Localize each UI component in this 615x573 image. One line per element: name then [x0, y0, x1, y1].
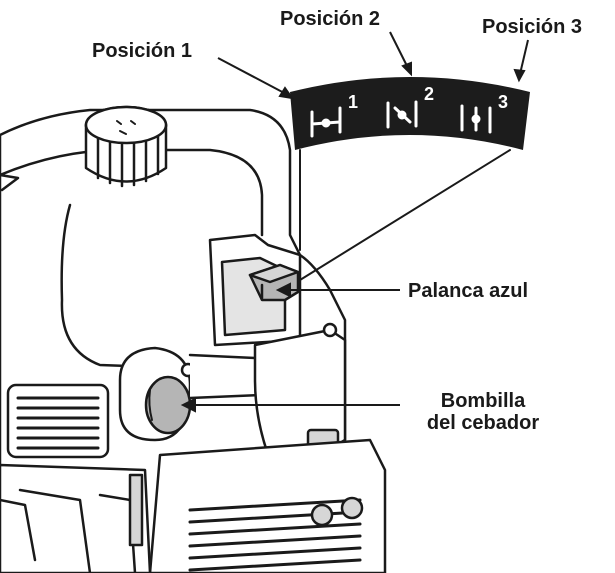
vent-slots-left — [6, 383, 110, 459]
position-1-number: 1 — [348, 92, 358, 112]
primer-bulb-assembly — [118, 346, 196, 442]
lower-housing-right — [253, 328, 347, 462]
position-3-label: Posición 3 — [482, 16, 583, 38]
housing-front-contour — [60, 203, 242, 372]
cylinder-fins — [148, 438, 387, 573]
primer-bulb-label: Bombilla del cebador — [408, 390, 558, 434]
housing-notch — [0, 173, 20, 192]
position-2-label: Posición 2 — [280, 8, 381, 30]
lower-left-frame — [0, 463, 152, 573]
primer-bulb-label-line1: Bombilla — [440, 390, 526, 412]
position-2-arrow — [389, 31, 409, 69]
position-2-number: 2 — [424, 84, 434, 104]
position-1-arrow — [217, 57, 289, 96]
position-1-label: Posición 1 — [92, 40, 193, 62]
decal-guide-right — [299, 149, 511, 281]
position-3-arrow — [519, 39, 529, 75]
housing-screw — [322, 322, 338, 338]
position-3-number: 3 — [498, 92, 508, 112]
position-2-icon — [386, 100, 418, 129]
choke-position-decal: 1 2 3 — [290, 77, 530, 150]
fuel-cap — [84, 105, 168, 188]
primer-bulb-label-line2: del cebador — [426, 412, 540, 434]
blue-lever-label: Palanca azul — [408, 280, 529, 302]
position-3-icon — [460, 104, 492, 134]
position-1-icon — [310, 106, 342, 138]
